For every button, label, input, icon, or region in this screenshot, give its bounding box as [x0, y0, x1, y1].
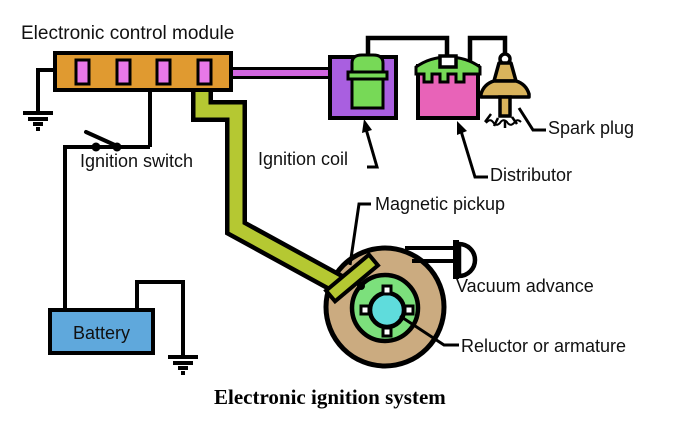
module-label: Electronic control module	[21, 23, 235, 44]
switch-to-battery-wire	[63, 145, 150, 312]
ignition-switch-symbol	[84, 130, 122, 152]
ecm-connector-slots	[74, 58, 213, 86]
coil-leader	[364, 128, 379, 169]
magnetic-pickup-bar	[323, 251, 381, 305]
spark-plug-unit	[479, 52, 531, 128]
magnetic-pickup-label: Magnetic pickup	[375, 194, 506, 214]
ecm-ground-wire	[36, 68, 56, 112]
coil-to-distributor-wire	[365, 35, 450, 60]
reluctor-leader	[399, 314, 459, 347]
distributor-unit	[414, 54, 482, 120]
ground-symbol-left	[23, 111, 53, 131]
battery-ground-wire	[135, 280, 185, 356]
coil-winding-body	[350, 77, 385, 110]
reluctor-label: Reluctor or armature	[461, 336, 627, 356]
distributor-leader	[459, 130, 488, 179]
ignition-coil-unit	[328, 53, 398, 120]
plug-electrode-stem	[498, 95, 512, 118]
spark-plug-label: Spark plug	[548, 118, 635, 138]
pickup-sensor-dot	[357, 282, 365, 290]
vacuum-advance-unit	[405, 240, 478, 279]
distributor-leader-arrowhead	[457, 121, 467, 135]
battery-label: Battery	[72, 323, 131, 343]
coil-dome	[350, 53, 385, 74]
ground-symbol-right	[168, 355, 198, 375]
vacuum-advance-label: Vacuum advance	[456, 276, 594, 296]
pickup-wire	[195, 88, 346, 292]
distributor-to-plug-wire	[467, 35, 508, 64]
ignition-switch-label: Ignition switch	[80, 151, 194, 171]
distributor-cap	[414, 55, 482, 84]
reluctor-hub-circle	[367, 290, 407, 330]
battery-box	[48, 308, 155, 355]
spark-plug-leader	[517, 107, 546, 132]
diagram-title: Electronic ignition system	[214, 385, 446, 409]
distributor-terminal	[438, 54, 458, 69]
spark-burst-icon	[484, 113, 522, 128]
pickup-wire-casing	[191, 88, 348, 296]
leader-lines	[348, 107, 546, 347]
distributor-label: Distributor	[490, 165, 573, 185]
reluctor-tabs	[359, 284, 415, 338]
plug-flare	[479, 79, 531, 99]
coil-leader-arrowhead	[362, 119, 372, 133]
ignition-coil-label: Ignition coil	[258, 149, 349, 169]
magnetic-pickup-leader	[348, 202, 371, 266]
plug-insulator	[492, 61, 518, 83]
